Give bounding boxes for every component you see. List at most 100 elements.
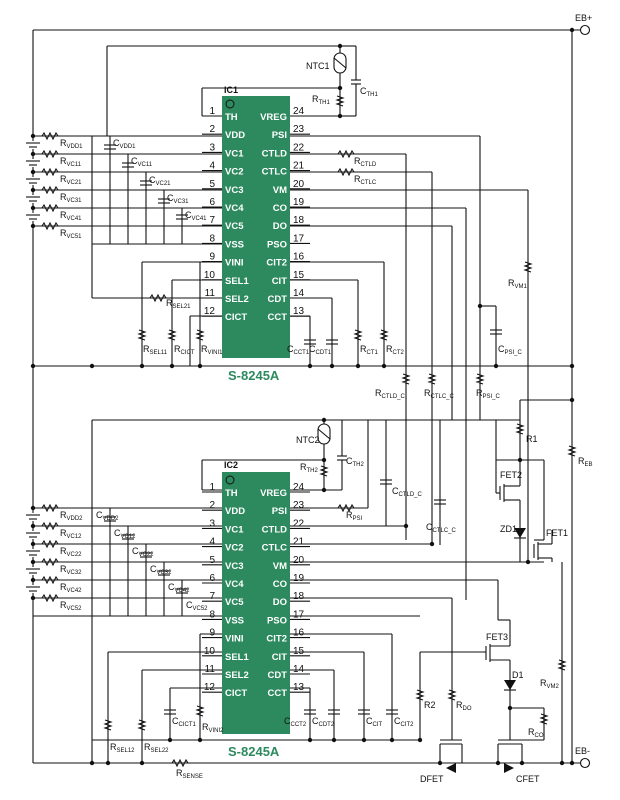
terminal-eb-plus: EB+	[575, 13, 592, 36]
fet2-label: FET2	[500, 470, 522, 480]
ic2-name: IC2	[224, 460, 238, 470]
svg-text:CVC22: CVC22	[132, 546, 154, 558]
pin-name: CTLC	[262, 167, 287, 178]
svg-text:CVDD1: CVDD1	[113, 138, 136, 150]
pin-name: VC3	[225, 561, 243, 572]
svg-text:RCT2: RCT2	[386, 344, 404, 356]
pin-number: 3	[209, 142, 215, 153]
svg-text:CVC11: CVC11	[131, 156, 153, 168]
ic1-cell-network: CVDD1 CVC11 CVC21 CVC31 CVC41 RVDD1 RVC1…	[26, 46, 222, 298]
junction-dot	[30, 505, 36, 511]
pin-number: 11	[205, 288, 216, 299]
dfet-label: DFET	[420, 774, 444, 784]
resistor	[41, 539, 59, 549]
pin-name: TH	[225, 112, 238, 123]
pin-name: CO	[273, 203, 287, 214]
pin-name: VC4	[225, 579, 244, 590]
ic2-bottom-network: RSEL12 RSEL22 CCICT1 RVINI2 RSENSE CCCT2…	[91, 616, 420, 780]
resistor	[41, 203, 59, 213]
pin-name: VC5	[225, 221, 244, 232]
interlink-network: RCTLD_C RCTLC_C RPSI_C	[375, 366, 501, 540]
pin-number: 12	[204, 306, 216, 317]
cfet-label: CFET	[516, 774, 540, 784]
pin-name: CTLD	[262, 148, 287, 159]
fet-network: R2 RDO RVM2 FET3 D1 RCO	[290, 399, 593, 784]
junction-dot	[30, 151, 36, 157]
pin-number: 9	[209, 628, 215, 639]
resistor	[41, 503, 59, 513]
pin-name: PSO	[267, 615, 287, 626]
svg-text:RVDD2: RVDD2	[60, 510, 83, 522]
svg-text:RVC52: RVC52	[60, 600, 82, 612]
junction-dot	[30, 559, 36, 565]
junction-dot	[30, 577, 36, 583]
pin-name: VC2	[225, 167, 243, 178]
pin-name: PSI	[272, 130, 287, 141]
pin-name: CICT	[225, 312, 247, 323]
pin-number: 7	[209, 215, 215, 226]
ic1-bottom-network: RSEL21 RSEL11 RCICT RVINI1 CCCT1 CCDT1 R…	[92, 261, 404, 366]
junction-dot	[30, 133, 36, 139]
pin-name: VM	[273, 185, 287, 196]
pin-number: 22	[293, 142, 305, 153]
svg-text:CVC31: CVC31	[167, 193, 189, 205]
svg-text:CCTLD_C: CCTLD_C	[392, 486, 423, 498]
pin-number: 5	[209, 179, 215, 190]
pin-name: VDD	[225, 506, 245, 517]
resistor	[41, 557, 59, 567]
pin-number: 17	[293, 609, 305, 620]
pin-name: CIT	[272, 276, 288, 287]
svg-text:RVC21: RVC21	[60, 174, 82, 186]
pin-number: 15	[293, 646, 305, 657]
svg-text:CVC32: CVC32	[150, 564, 172, 576]
svg-text:CVC12: CVC12	[114, 528, 136, 540]
junctions	[30, 27, 575, 766]
svg-text:RVM2: RVM2	[540, 678, 560, 690]
pin-number: 21	[293, 537, 305, 548]
svg-text:RVC11: RVC11	[60, 156, 82, 168]
svg-text:RVC12: RVC12	[60, 528, 82, 540]
svg-text:RSEL12: RSEL12	[110, 742, 135, 754]
svg-text:RCTLD: RCTLD	[354, 156, 377, 168]
ic2-chip-label: S-8245A	[228, 744, 280, 759]
pin-name: VSS	[225, 615, 244, 626]
svg-text:RVINI1: RVINI1	[201, 344, 223, 356]
svg-text:CVC21: CVC21	[149, 175, 171, 187]
svg-text:CVC42: CVC42	[168, 582, 190, 594]
pin-number: 15	[293, 270, 305, 281]
pin-number: 19	[293, 573, 305, 584]
pin-number: 16	[293, 252, 305, 263]
svg-text:RVDD1: RVDD1	[60, 138, 83, 150]
pin-name: VREG	[260, 112, 287, 123]
pin-number: 18	[293, 215, 305, 226]
ic1-chip-label: S-8245A	[228, 368, 280, 383]
svg-text:RVC41: RVC41	[60, 210, 82, 222]
pin-number: 6	[209, 573, 215, 584]
pin-number: 19	[293, 197, 305, 208]
svg-text:RPSI_C: RPSI_C	[476, 388, 501, 400]
svg-text:CTH2: CTH2	[346, 456, 364, 468]
pin-name: SEL2	[225, 294, 249, 305]
junction-dot	[30, 595, 36, 601]
pin-number: 20	[293, 555, 305, 566]
ic2-body	[222, 472, 290, 734]
resistor	[41, 167, 59, 177]
svg-text:RVC42: RVC42	[60, 582, 82, 594]
r2-label: R2	[424, 700, 436, 710]
pin-name: CIT2	[266, 634, 287, 645]
ntc2-label: NTC2	[296, 435, 320, 445]
svg-text:RCICT: RCICT	[174, 344, 195, 356]
resistor	[41, 185, 59, 195]
fet1-label: FET1	[546, 528, 568, 538]
d1-label: D1	[512, 670, 524, 680]
resistor	[41, 131, 59, 141]
svg-text:RCO: RCO	[528, 727, 544, 739]
pin-number: 18	[293, 591, 305, 602]
pin-number: 10	[204, 270, 216, 281]
pin-number: 9	[209, 252, 215, 263]
svg-text:RPSI: RPSI	[346, 510, 363, 522]
ic2-thermal-network: NTC2 RTH2 CTH2 RPSI CCTLD_C CCTLC_C	[201, 410, 457, 547]
pin-number: 1	[209, 106, 215, 117]
junction-dot	[30, 169, 36, 175]
ic1-body	[222, 96, 290, 358]
